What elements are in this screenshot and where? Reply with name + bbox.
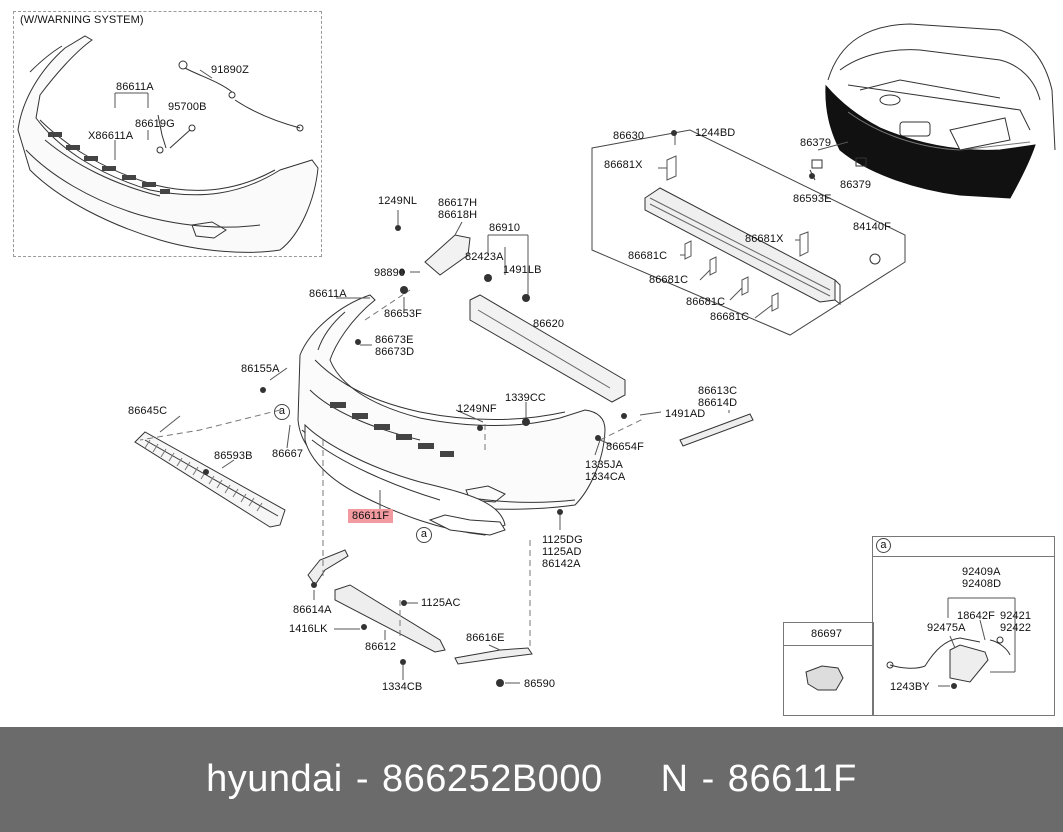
label-86593E: 86593E bbox=[793, 193, 832, 205]
label-1125AD: 1125AD bbox=[542, 546, 582, 558]
label-86681X-mid: 86681X bbox=[745, 233, 784, 245]
label-86620: 86620 bbox=[533, 318, 565, 330]
label-82423A: 82423A bbox=[465, 251, 504, 263]
label-92422: 92422 bbox=[1000, 622, 1032, 634]
label-86673D: 86673D bbox=[375, 346, 415, 358]
label-1416LK: 1416LK bbox=[289, 623, 328, 635]
label-1125DG: 1125DG bbox=[542, 534, 583, 546]
label-86611A: 86611A bbox=[309, 288, 347, 300]
label-92408D: 92408D bbox=[962, 578, 1002, 590]
footer-bar: hyundai - 866252B000 N - 86611F bbox=[0, 727, 1063, 832]
label-86630: 86630 bbox=[613, 130, 645, 142]
label-92421: 92421 bbox=[1000, 610, 1032, 622]
inset-warning-box bbox=[13, 11, 322, 257]
inset-a-header bbox=[872, 536, 1055, 557]
label-inset-86619G: 86619G bbox=[135, 118, 175, 130]
label-86654F: 86654F bbox=[606, 441, 644, 453]
footer-ref: N - 86611F bbox=[660, 758, 857, 800]
label-1334CA: 1334CA bbox=[585, 471, 626, 483]
inset-a-drawing bbox=[886, 597, 1016, 689]
footer-text: hyundai - 866252B000 N - 86611F bbox=[0, 727, 1063, 832]
label-86673E: 86673E bbox=[375, 334, 414, 346]
label-86614A: 86614A bbox=[293, 604, 332, 616]
inset-a-marker: a bbox=[876, 538, 891, 553]
step-plate-drawing bbox=[134, 431, 286, 528]
label-86681C-4: 86681C bbox=[710, 311, 750, 323]
label-86910: 86910 bbox=[489, 222, 521, 234]
label-1125AC: 1125AC bbox=[421, 597, 461, 609]
inset-warning-title: (W/WARNING SYSTEM) bbox=[20, 14, 144, 26]
label-inset-X86611A: X86611A bbox=[88, 130, 134, 142]
footer-dash: - bbox=[355, 758, 369, 800]
label-inset-95700B: 95700B bbox=[168, 101, 207, 113]
parts-diagram: (W/WARNING SYSTEM) 86611A X86611A 86619G… bbox=[13, 11, 1056, 716]
label-92409A: 92409A bbox=[962, 566, 1001, 578]
label-1339CC: 1339CC bbox=[505, 392, 546, 404]
label-86667: 86667 bbox=[272, 448, 304, 460]
beam-drawing bbox=[644, 187, 841, 306]
callout-a-marker: a bbox=[416, 527, 432, 543]
label-1249NL: 1249NL bbox=[378, 195, 418, 207]
diagram-drawing bbox=[17, 23, 1056, 691]
label-86155A: 86155A bbox=[241, 363, 280, 375]
label-1244BD: 1244BD bbox=[695, 127, 736, 139]
footer-part-number: 866252B000 bbox=[382, 758, 603, 800]
label-18642F: 18642F bbox=[957, 610, 995, 622]
label-86645C: 86645C bbox=[128, 405, 168, 417]
label-86593B: 86593B bbox=[214, 450, 253, 462]
label-1491AD: 1491AD bbox=[665, 408, 706, 420]
label-1243BY: 1243BY bbox=[890, 681, 930, 693]
label-86614D: 86614D bbox=[698, 397, 738, 409]
label-1249NF: 1249NF bbox=[457, 403, 497, 415]
car-rear-drawing bbox=[825, 23, 1056, 199]
label-1334CB: 1334CB bbox=[382, 681, 423, 693]
label-86142A: 86142A bbox=[542, 558, 581, 570]
label-86618H: 86618H bbox=[438, 209, 478, 221]
label-92475A: 92475A bbox=[927, 622, 966, 634]
footer-brand: hyundai bbox=[206, 758, 343, 800]
label-1491LB: 1491LB bbox=[503, 264, 542, 276]
label-86681C-1: 86681C bbox=[628, 250, 668, 262]
inset-86697-part bbox=[805, 665, 844, 691]
label-86617H: 86617H bbox=[438, 197, 478, 209]
inset-86697-title: 86697 bbox=[811, 628, 843, 640]
label-86612: 86612 bbox=[365, 641, 397, 653]
label-86616E: 86616E bbox=[466, 632, 505, 644]
label-86590: 86590 bbox=[524, 678, 556, 690]
label-86379-b: 86379 bbox=[840, 179, 872, 191]
label-86681C-2: 86681C bbox=[649, 274, 689, 286]
label-inset-86611A: 86611A bbox=[116, 81, 154, 93]
label-86379-a: 86379 bbox=[800, 137, 832, 149]
label-86653F: 86653F bbox=[384, 308, 422, 320]
inset-86697-header bbox=[783, 622, 874, 646]
label-inset-91890Z: 91890Z bbox=[211, 64, 249, 76]
label-98890: 98890 bbox=[374, 267, 406, 279]
callout-a-marker: a bbox=[274, 404, 290, 420]
label-86681X-top: 86681X bbox=[604, 159, 643, 171]
inset-bumper-drawing bbox=[17, 35, 319, 253]
label-84140F: 84140F bbox=[853, 221, 891, 233]
label-86681C-3: 86681C bbox=[686, 296, 726, 308]
label-86613C: 86613C bbox=[698, 385, 738, 397]
label-86611F-highlight: 86611F bbox=[348, 509, 394, 523]
label-1335JA: 1335JA bbox=[585, 459, 623, 471]
